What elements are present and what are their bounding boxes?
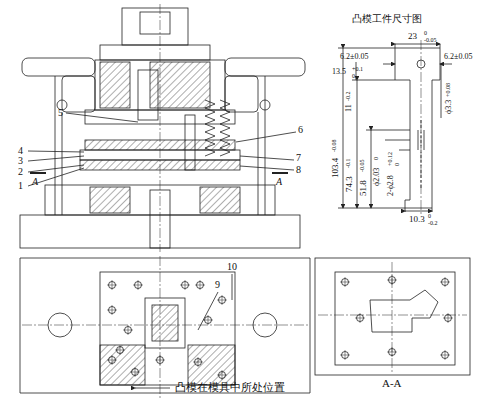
dimension-text: 0 bbox=[424, 30, 427, 36]
callout-number: A-A bbox=[382, 378, 402, 389]
hole-center bbox=[217, 295, 227, 305]
dimension-text: 23 bbox=[408, 32, 417, 41]
hole-center bbox=[355, 313, 365, 323]
dimension-text: 13.5 bbox=[332, 68, 346, 76]
dimension-text: +0.08 bbox=[445, 83, 451, 97]
callout-number: 4 bbox=[18, 146, 23, 156]
hole-center bbox=[115, 345, 125, 355]
die-elevation bbox=[20, 4, 305, 252]
callout-number: 6 bbox=[298, 125, 303, 135]
hole-center bbox=[443, 313, 453, 323]
hole-center bbox=[107, 305, 117, 315]
punch-detail bbox=[338, 40, 452, 214]
callout-number: 9 bbox=[215, 280, 220, 290]
hole-center bbox=[387, 347, 397, 357]
dimension-text: -0.2 bbox=[345, 92, 351, 102]
callout-number: 7 bbox=[296, 153, 301, 163]
dimension-text: 10.3 bbox=[409, 215, 425, 224]
hole-center bbox=[195, 280, 205, 290]
hole-center bbox=[440, 277, 450, 287]
hole-center bbox=[203, 315, 213, 325]
hole-center bbox=[130, 367, 140, 377]
dimension-text: ϕ2.03 bbox=[373, 168, 381, 186]
dimension-text: 6.2±0.05 bbox=[444, 53, 472, 61]
hole-center bbox=[107, 355, 117, 365]
hole-center bbox=[123, 325, 133, 335]
callout-number: 8 bbox=[296, 165, 301, 175]
dimension-text: +0.1 bbox=[352, 66, 363, 72]
dimension-text: 凸模工件尺寸图 bbox=[352, 14, 422, 24]
hole-center bbox=[193, 357, 203, 367]
dimension-text: -0.2 bbox=[428, 220, 438, 226]
hole-center bbox=[217, 370, 227, 380]
callout-number: 2 bbox=[18, 167, 23, 177]
dimension-text: 11 bbox=[345, 104, 353, 112]
dimension-text: 74.3 bbox=[345, 176, 354, 192]
callout-number: A bbox=[276, 177, 282, 187]
hole-center bbox=[180, 280, 190, 290]
dimension-text: 2-ϕ2.8 bbox=[387, 175, 395, 196]
dimension-text: +0.12 bbox=[387, 152, 393, 166]
dimension-text: 0 bbox=[428, 213, 431, 219]
hole-center bbox=[107, 280, 117, 290]
dimension-text: 0 bbox=[352, 73, 355, 79]
dimension-text: 0 bbox=[394, 163, 400, 166]
hole-center bbox=[133, 280, 143, 290]
plan-view bbox=[20, 256, 310, 400]
dimension-text: -0.05 bbox=[359, 160, 365, 173]
dimension-text: 6.2±0.05 bbox=[340, 53, 368, 61]
dimension-text: 0 bbox=[373, 157, 379, 160]
hole-center bbox=[387, 275, 397, 285]
callout-number: A bbox=[32, 177, 38, 187]
callout-number: 3 bbox=[18, 156, 23, 166]
dimension-text: -0.05 bbox=[424, 37, 437, 43]
dimension-text: -0.1 bbox=[345, 159, 351, 169]
dimension-text: 103.4 bbox=[331, 158, 340, 178]
hole-center bbox=[340, 277, 350, 287]
hole-center bbox=[340, 350, 350, 360]
dimension-text: 51.8 bbox=[359, 180, 368, 196]
hole-center bbox=[440, 350, 450, 360]
callout-number: 5 bbox=[58, 108, 63, 118]
dimension-text: ϕ3.3 bbox=[445, 100, 453, 114]
callout-number: 凸模在模具中所处位置 bbox=[175, 382, 285, 393]
hole-center bbox=[155, 355, 165, 365]
section-view bbox=[315, 258, 470, 375]
dimension-text: -0.08 bbox=[331, 140, 337, 153]
callout-number: 1 bbox=[18, 181, 23, 191]
callout-number: 10 bbox=[227, 262, 237, 272]
